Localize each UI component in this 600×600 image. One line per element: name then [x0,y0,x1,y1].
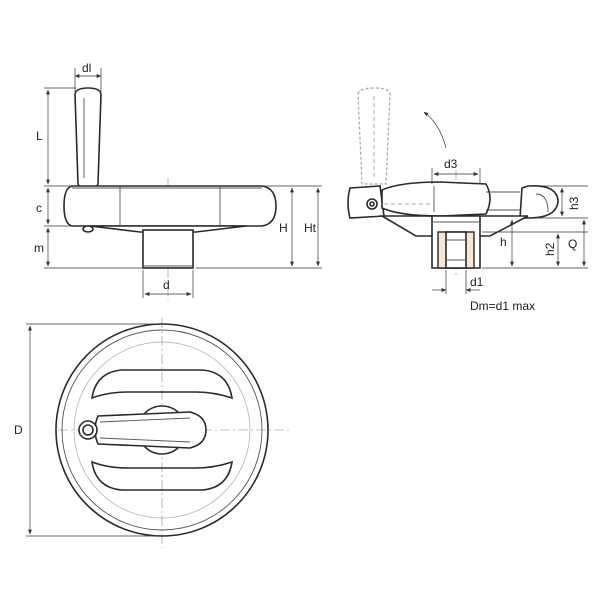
front-spoke-opening-bottom [91,460,233,491]
label-h2: h2 [543,242,557,256]
side-hub [142,229,194,269]
section-rim-right [519,184,559,219]
label-h: h [500,235,507,249]
label-m: m [34,241,44,255]
label-D: D [14,423,23,437]
label-d: d [163,278,170,292]
label-L: L [36,129,43,143]
front-view-dimensions: D [14,323,162,537]
side-view-dimensions: dl L c m d H Ht [34,61,322,298]
label-dl: dl [82,61,91,75]
fold-arrow [423,111,447,149]
folded-handle-ghost [357,87,391,185]
side-view [63,87,277,300]
label-c: c [36,201,42,215]
section-rim-left [347,185,385,219]
front-view [55,318,290,548]
label-d1: d1 [470,275,484,289]
section-handle [381,181,491,217]
side-handle-grip [74,87,102,189]
note-dm: Dm=d1 max [470,299,535,313]
front-handle [94,411,207,449]
section-view [347,87,559,278]
label-d3: d3 [444,157,458,171]
label-h3: h3 [567,196,581,210]
front-spoke-opening-top [91,369,233,400]
label-Q: Q [568,237,577,251]
section-view-dimensions: d3 h3 h h2 Q d1 Dm=d1 max [431,157,588,313]
label-H: H [279,221,288,235]
label-Ht: Ht [304,221,317,235]
side-wheel-rim [63,185,277,227]
